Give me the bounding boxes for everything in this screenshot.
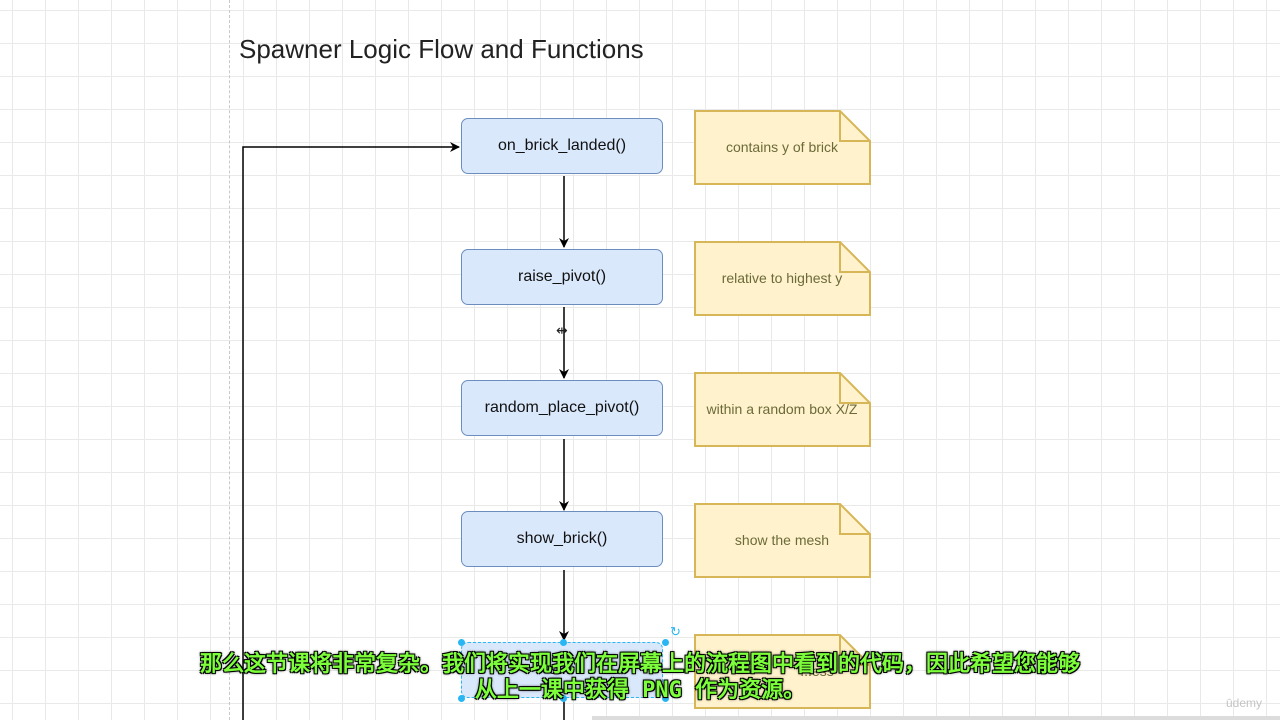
selection-handle[interactable] (458, 639, 465, 646)
selection-handle[interactable] (560, 639, 567, 646)
note-text: within a random box X/Z (706, 401, 858, 417)
selection-handle[interactable] (458, 695, 465, 702)
page-boundary (229, 0, 230, 720)
note-random-box[interactable]: within a random box X/Z (694, 372, 871, 447)
resize-horizontal-cursor-icon: ⇹ (556, 322, 568, 338)
note-partial[interactable]: ...ess (694, 634, 871, 709)
selection-handle[interactable] (662, 639, 669, 646)
subtitle-line-2: 从上一课中获得 PNG 作为资源。 (474, 678, 806, 703)
process-random-place-pivot[interactable]: random_place_pivot() (461, 380, 663, 436)
selection-handle[interactable] (662, 695, 669, 702)
udemy-watermark: ūdemy (1226, 696, 1263, 710)
process-on-brick-landed[interactable]: on_brick_landed() (461, 118, 663, 174)
note-text: relative to highest y (721, 270, 843, 286)
note-relative-highest[interactable]: relative to highest y (694, 241, 871, 316)
note-contains-y[interactable]: contains y of brick (694, 110, 871, 185)
scrollbar-track[interactable] (592, 716, 1280, 720)
note-text: contains y of brick (725, 139, 839, 155)
selection-handle[interactable] (560, 695, 567, 702)
subtitle-line-1: 那么这节课将非常复杂。我们将实现我们在屏幕上的流程图中看到的代码，因此希望您能够 (199, 652, 1080, 677)
note-text: ...ess (800, 663, 834, 679)
rotate-handle-icon[interactable]: ↻ (670, 624, 681, 639)
diagram-title[interactable]: Spawner Logic Flow and Functions (239, 34, 644, 64)
process-raise-pivot[interactable]: raise_pivot() (461, 249, 663, 305)
process-show-brick[interactable]: show_brick() (461, 511, 663, 567)
note-show-mesh[interactable]: show the mesh (694, 503, 871, 578)
note-text: show the mesh (734, 532, 830, 548)
loop-back-arrow (242, 142, 460, 720)
